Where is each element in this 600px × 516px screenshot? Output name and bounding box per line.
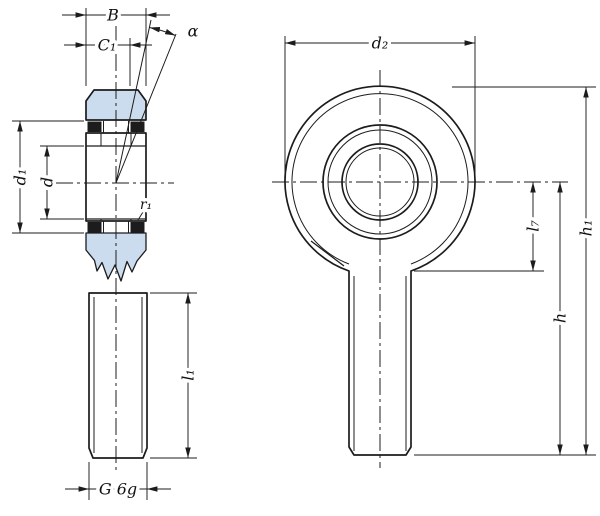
dim-label-c1: C₁ — [98, 36, 117, 55]
threaded-shank — [88, 292, 148, 459]
dim-label-d: d — [38, 177, 57, 187]
side-view: α B C₁ d₁ d r₁ l₁ — [7, 2, 202, 502]
seal-lower-right — [130, 222, 145, 233]
angle-arc — [149, 27, 176, 36]
dim-label-b: B — [106, 6, 119, 25]
dim-label-h1: h₁ — [577, 220, 596, 237]
dim-label-l7: l₇ — [524, 220, 543, 232]
dim-label-d1: d₁ — [11, 169, 30, 186]
tilt-axis-line — [115, 33, 177, 184]
dim-label-thread: G 6g — [99, 480, 137, 499]
dim-label-r1: r₁ — [140, 197, 152, 213]
seal-upper-left — [87, 121, 102, 132]
leader-line — [137, 211, 144, 221]
dim-label-alpha: α — [188, 22, 199, 41]
dim-label-l1: l₁ — [179, 369, 198, 381]
rim-joint-mark — [310, 240, 345, 267]
dim-label-h: h — [551, 313, 570, 323]
front-view: d₂ l₇ h h₁ — [272, 30, 599, 468]
dim-label-d2: d₂ — [372, 34, 389, 53]
seal-upper-right — [130, 121, 145, 132]
seal-lower-left — [87, 222, 102, 233]
tilt-axis-line — [115, 19, 152, 184]
